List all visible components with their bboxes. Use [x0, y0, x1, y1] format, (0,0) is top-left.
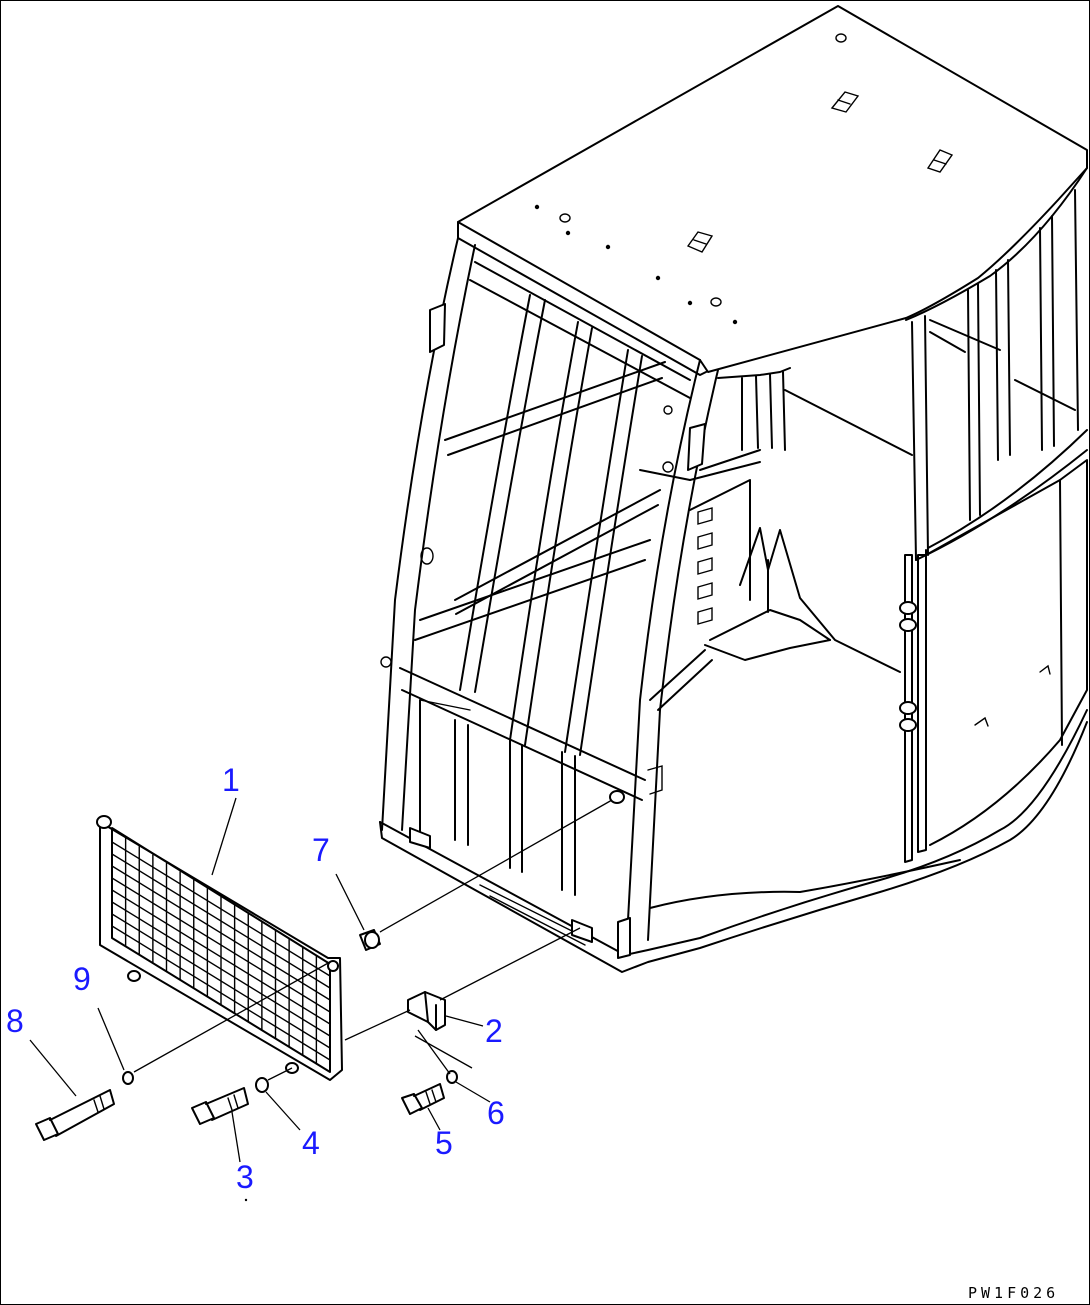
roof-edge [905, 167, 1088, 321]
screen-frame [99, 821, 343, 1081]
left-handle [429, 303, 446, 353]
part-4-washer [255, 1077, 269, 1093]
callout-5: 5 [435, 1125, 453, 1161]
mesh-wire [111, 853, 331, 989]
right-pillar-inner [647, 369, 719, 941]
part-9-washer [122, 1071, 134, 1085]
callout-4: 4 [302, 1125, 320, 1161]
callout-7: 7 [312, 832, 330, 868]
mesh-wire [111, 841, 331, 977]
part-7-collar [359, 929, 381, 951]
part-8-long-bolt [35, 1089, 115, 1141]
callout-labels: 1 2 3 4 5 6 7 8 9 [6, 762, 505, 1195]
callout-6: 6 [487, 1095, 505, 1131]
mesh-wire [111, 889, 331, 1025]
screen-mesh [111, 837, 331, 1065]
roof-front-edge [457, 221, 707, 376]
assembly-lines [133, 799, 613, 1081]
callout-3: 3 [236, 1159, 254, 1195]
part-2-bracket [407, 991, 446, 1031]
right-handle [687, 423, 706, 471]
part-5-bolt [401, 1083, 445, 1115]
mesh-wire [111, 925, 331, 1061]
callout-2: 2 [485, 1013, 503, 1049]
left-pillar-inner [401, 244, 476, 831]
cab-frame [379, 5, 1088, 973]
cab-roof [457, 5, 1088, 373]
guard-screen [96, 815, 343, 1081]
mesh-wire [111, 877, 331, 1013]
right-pillar-outer [627, 359, 701, 921]
leader-lines [29, 797, 491, 1163]
part-3-bolt [191, 1087, 249, 1125]
callout-9: 9 [73, 961, 91, 997]
cab-base-edge [379, 709, 1088, 956]
mesh-wire [111, 901, 331, 1037]
callout-1: 1 [222, 762, 240, 798]
mesh-wire [111, 913, 331, 1049]
front-top-rail [474, 261, 691, 381]
callout-8: 8 [6, 1003, 24, 1039]
left-pillar-outer [381, 237, 459, 831]
mesh-wire [111, 865, 331, 1001]
drawing-code: PW1F026 [968, 1284, 1059, 1302]
